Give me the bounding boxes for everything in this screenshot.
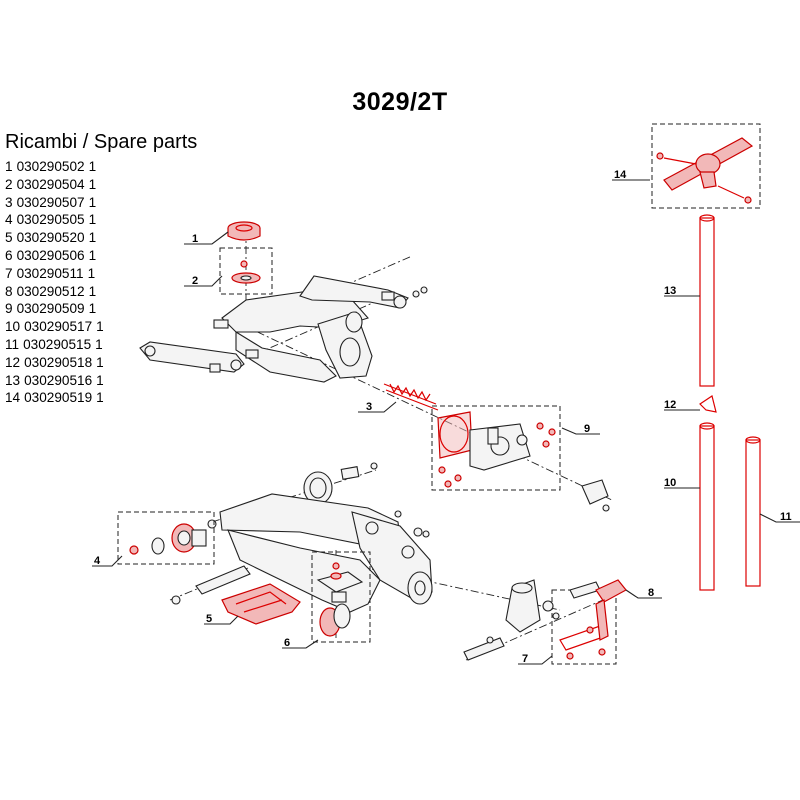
part-index: 12: [5, 354, 21, 370]
part-index: 11: [5, 336, 20, 352]
handle-extension-part-11: [745, 436, 761, 587]
part-code: 030290506: [16, 247, 85, 263]
callout-leaders: [92, 179, 800, 665]
part-code: 030290507: [16, 194, 85, 210]
callout-11: 11: [780, 511, 792, 523]
part-code: 030290519: [24, 390, 93, 406]
part-code: 030290509: [16, 301, 85, 317]
handle-tube-upper-part-13: [699, 214, 715, 387]
part-index: 10: [5, 319, 21, 335]
part-code: 030290505: [16, 212, 85, 228]
part-code: 030290502: [16, 159, 85, 174]
part-index: 2: [5, 176, 13, 192]
main-frame: [171, 462, 433, 613]
handle-tube-lower-part-10: [699, 422, 715, 591]
callout-labels: 1 2 3 4 5 6 7 8 9 10 11 12 13 14: [94, 169, 792, 665]
parts-list-heading: Ricambi / Spare parts: [5, 131, 198, 153]
hydraulic-unit-part-9: [431, 405, 610, 512]
part-index: 5: [5, 230, 13, 246]
part-qty: 1: [96, 390, 104, 406]
callout-14: 14: [614, 169, 627, 181]
part-qty: 1: [88, 230, 97, 246]
callout-5: 5: [206, 613, 212, 625]
callout-4: 4: [94, 555, 101, 567]
part-code: 030290515: [23, 336, 92, 352]
part-qty: 1: [95, 336, 103, 352]
part-qty: 1: [96, 372, 104, 388]
part-qty: 1: [88, 247, 97, 263]
return-springs-part-3: [383, 383, 439, 411]
part-qty: 1: [88, 283, 97, 299]
part-index: 7: [5, 265, 13, 281]
callout-13: 13: [664, 285, 676, 297]
handle-clip-part-12: [699, 395, 717, 413]
callout-6: 6: [284, 637, 290, 649]
part-index: 13: [5, 372, 21, 388]
part-code: 030290518: [24, 354, 93, 370]
callout-3: 3: [366, 401, 372, 413]
callout-12: 12: [664, 399, 676, 411]
lift-arm-assembly: [139, 275, 428, 383]
part-qty: 1: [96, 354, 104, 370]
part-code: 030290517: [24, 319, 93, 335]
callout-2: 2: [192, 275, 198, 287]
foot-pedal-part-8: [595, 579, 627, 641]
part-index: 1: [5, 159, 13, 174]
callout-1: 1: [192, 233, 198, 245]
callout-10: 10: [664, 477, 676, 489]
part-qty: 1: [96, 319, 104, 335]
part-index: 3: [5, 194, 13, 210]
part-qty: 1: [88, 159, 97, 174]
callout-9: 9: [584, 423, 590, 435]
part-code: 030290511: [16, 265, 84, 281]
part-qty: 1: [87, 265, 96, 281]
saddle-pad-part-1: [227, 221, 261, 241]
saddle-kit-part-2: [219, 247, 273, 295]
callout-7: 7: [522, 653, 528, 665]
part-code: 030290520: [16, 230, 85, 246]
part-qty: 1: [88, 194, 97, 210]
castor-wheel-part-6: [311, 551, 371, 643]
part-code: 030290512: [16, 283, 85, 299]
part-index: 9: [5, 301, 13, 317]
part-index: 6: [5, 247, 13, 263]
part-code: 030290504: [16, 176, 85, 192]
pump-socket-part-7: [463, 579, 617, 665]
protection-plate-part-5: [221, 583, 301, 625]
part-qty: 1: [88, 301, 97, 317]
handle-grip-part-14: [651, 123, 761, 209]
part-index: 4: [5, 212, 13, 228]
callout-8: 8: [648, 587, 654, 599]
part-index: 14: [5, 390, 21, 406]
part-index: 8: [5, 283, 13, 299]
part-qty: 1: [88, 176, 97, 192]
part-code: 030290516: [24, 372, 93, 388]
diagram-title: 3029/2T: [352, 88, 448, 116]
part-qty: 1: [88, 212, 97, 228]
front-wheel-kit-part-4: [117, 511, 215, 565]
